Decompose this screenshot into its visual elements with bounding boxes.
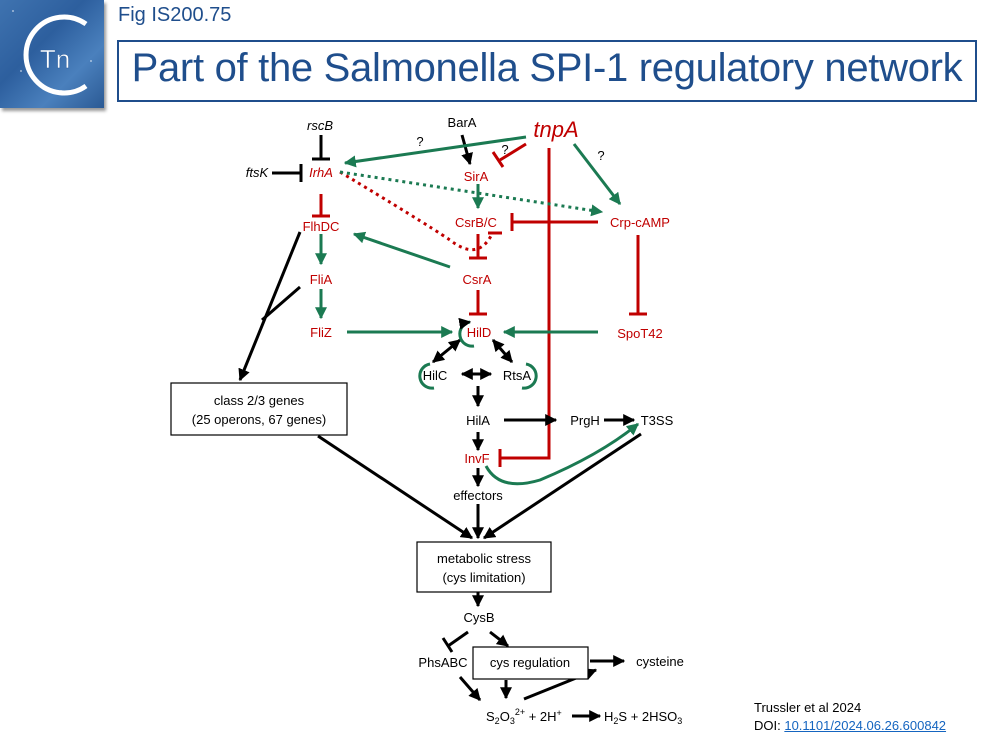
page-title: Part of the Salmonella SPI-1 regulatory … <box>131 46 963 90</box>
uncertain-mark: ? <box>501 142 508 157</box>
node-phsabc: PhsABC <box>418 655 467 670</box>
citation-authors: Trussler et al 2024 <box>754 700 862 715</box>
node-effectors: effectors <box>453 488 503 503</box>
cys-regulation-box <box>472 646 589 680</box>
class23-genes-box <box>170 382 348 436</box>
node-invf: InvF <box>464 451 489 466</box>
hilc-autoactivation-loop <box>418 362 435 390</box>
edge-bara-activates-sira <box>460 134 473 166</box>
class23-line2: (25 operons, 67 genes) <box>192 412 326 427</box>
node-flia: FliA <box>310 272 333 287</box>
reaction-left: S2O32+ + 2H+ <box>486 707 562 726</box>
node-hild: HilD <box>467 325 492 340</box>
node-cys-regulation: cys regulation <box>490 655 570 670</box>
class23-line1: class 2/3 genes <box>214 393 305 408</box>
edge-hild-rtsa <box>491 339 514 363</box>
uncertain-mark: ? <box>597 148 604 163</box>
metabolic-stress-box <box>416 541 552 593</box>
edge-t3ss-metabolic <box>482 432 642 540</box>
node-bara: BarA <box>448 115 477 130</box>
figure-label: Fig IS200.75 <box>118 4 232 26</box>
node-hilc: HilC <box>423 368 448 383</box>
edge-irha-activates-crp-dotted <box>339 170 604 217</box>
node-crp-camp: Crp-cAMP <box>610 215 670 230</box>
edge-csra-activates-flhdc <box>352 231 451 269</box>
node-ftsk: ftsK <box>246 165 270 180</box>
edge-bar <box>441 637 454 653</box>
doi-link[interactable]: 10.1101/2024.06.26.600842 <box>784 718 947 733</box>
node-spot42: SpoT42 <box>617 326 663 341</box>
citation: Trussler et al 2024 DOI: 10.1101/2024.06… <box>754 699 946 735</box>
node-t3ss: T3SS <box>641 413 674 428</box>
edge-tnpa-activates-irha <box>343 135 527 168</box>
edge-tnpa-represses-sira <box>499 142 527 162</box>
doi-label: DOI: <box>754 718 785 733</box>
uncertain-mark: ? <box>416 134 423 149</box>
edge-irha-represses-csrbc-dotted <box>339 170 494 251</box>
node-rscb: rscB <box>307 118 333 133</box>
logo-text: Tn <box>40 44 70 74</box>
edge-cysb-represses-phsabc <box>447 630 469 648</box>
node-fliz: FliZ <box>310 325 332 340</box>
node-tnpa: tnpA <box>533 117 578 142</box>
edge-hild-hilc <box>432 338 461 364</box>
node-sira: SirA <box>464 169 489 184</box>
edge-flia-joins-class23 <box>261 285 301 322</box>
node-hila: HilA <box>466 413 490 428</box>
edge-tnpa-activates-crp <box>572 143 622 205</box>
logo-mark: Tn <box>23 14 88 96</box>
node-flhdc: FlhDC <box>303 219 340 234</box>
edge-cysb-cysregulation <box>489 630 509 648</box>
edge-bar <box>491 151 505 168</box>
node-prgh: PrgH <box>570 413 600 428</box>
logo: Tn <box>0 0 104 108</box>
edge-class23-metabolic <box>317 434 474 540</box>
edge-phsabc-thiosulfate <box>458 676 482 701</box>
hild-autoactivation-loop <box>458 317 475 348</box>
edge-invf-activates-t3ss <box>484 422 639 486</box>
node-csrbc: CsrB/C <box>455 215 497 230</box>
metabolic-line2: (cys limitation) <box>442 570 525 585</box>
title-box: Part of the Salmonella SPI-1 regulatory … <box>117 40 977 102</box>
node-csra: CsrA <box>463 272 492 287</box>
edge-flhdc-activates-class23 <box>238 231 302 382</box>
node-cysteine: cysteine <box>636 654 684 669</box>
node-cysb: CysB <box>463 610 494 625</box>
reaction-right: H2S + 2HSO3 <box>604 709 682 726</box>
node-irha: IrhA <box>309 165 333 180</box>
node-rtsa: RtsA <box>503 368 532 383</box>
edge-tnpa-represses-invf <box>500 148 551 460</box>
rtsa-autoactivation-loop <box>521 362 538 390</box>
metabolic-line1: metabolic stress <box>437 551 531 566</box>
